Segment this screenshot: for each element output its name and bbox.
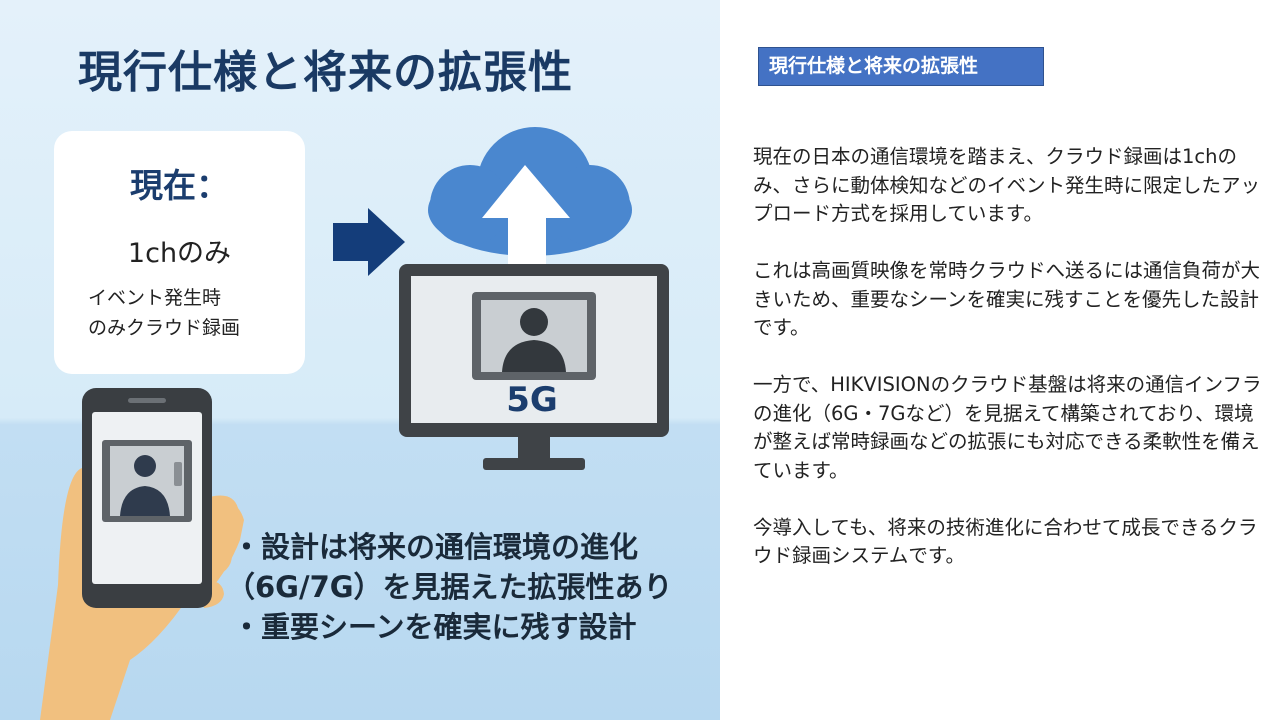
illustration-title: 現行仕様と将来の拡張性 bbox=[78, 47, 573, 98]
card-description-line2: のみクラウド録画 bbox=[88, 317, 241, 339]
card-heading: 現在： bbox=[130, 166, 229, 205]
feature-bullets: ・設計は将来の通信環境の進化 （6G/7G）を見据えた拡張性あり ・重要シーンを… bbox=[226, 527, 673, 647]
current-status-card: 現在： 1chのみ イベント発生時 のみクラウド録画 bbox=[54, 131, 305, 374]
right-arrow-icon bbox=[333, 208, 405, 276]
card-channel-text: 1chのみ bbox=[127, 238, 232, 269]
smartphone-icon bbox=[82, 388, 212, 608]
section-label: 現行仕様と将来の拡張性 bbox=[758, 47, 1044, 86]
bullet-line: ・設計は将来の通信環境の進化 bbox=[232, 530, 639, 564]
card-description: イベント発生時 のみクラウド録画 bbox=[88, 283, 298, 343]
body-paragraph: これは高画質映像を常時クラウドへ送るには通信負荷が大きいため、重要なシーンを確実… bbox=[753, 259, 1261, 339]
body-text: 現在の日本の通信環境を踏まえ、クラウド録画は1chのみ、さらに動体検知などのイベ… bbox=[753, 143, 1263, 599]
bullet-line: ・重要シーンを確実に残す設計 bbox=[232, 610, 637, 644]
body-paragraph: 一方で、HIKVISIONのクラウド基盤は将来の通信インフラの進化（6G・7Gな… bbox=[753, 373, 1262, 482]
bullet-line: （6G/7G）を見据えた拡張性あり bbox=[226, 570, 673, 604]
illustration-graphics bbox=[40, 127, 669, 720]
card-description-line1: イベント発生時 bbox=[88, 287, 222, 309]
cloud-upload-icon bbox=[428, 127, 632, 268]
body-paragraph: 現在の日本の通信環境を踏まえ、クラウド録画は1chのみ、さらに動体検知などのイベ… bbox=[753, 145, 1261, 225]
network-label-5g: 5G bbox=[506, 380, 558, 420]
monitor-icon bbox=[399, 264, 669, 470]
illustration-panel: 現行仕様と将来の拡張性 bbox=[0, 0, 720, 720]
body-paragraph: 今導入しても、将来の技術進化に合わせて成長できるクラウド録画システムです。 bbox=[753, 515, 1258, 568]
